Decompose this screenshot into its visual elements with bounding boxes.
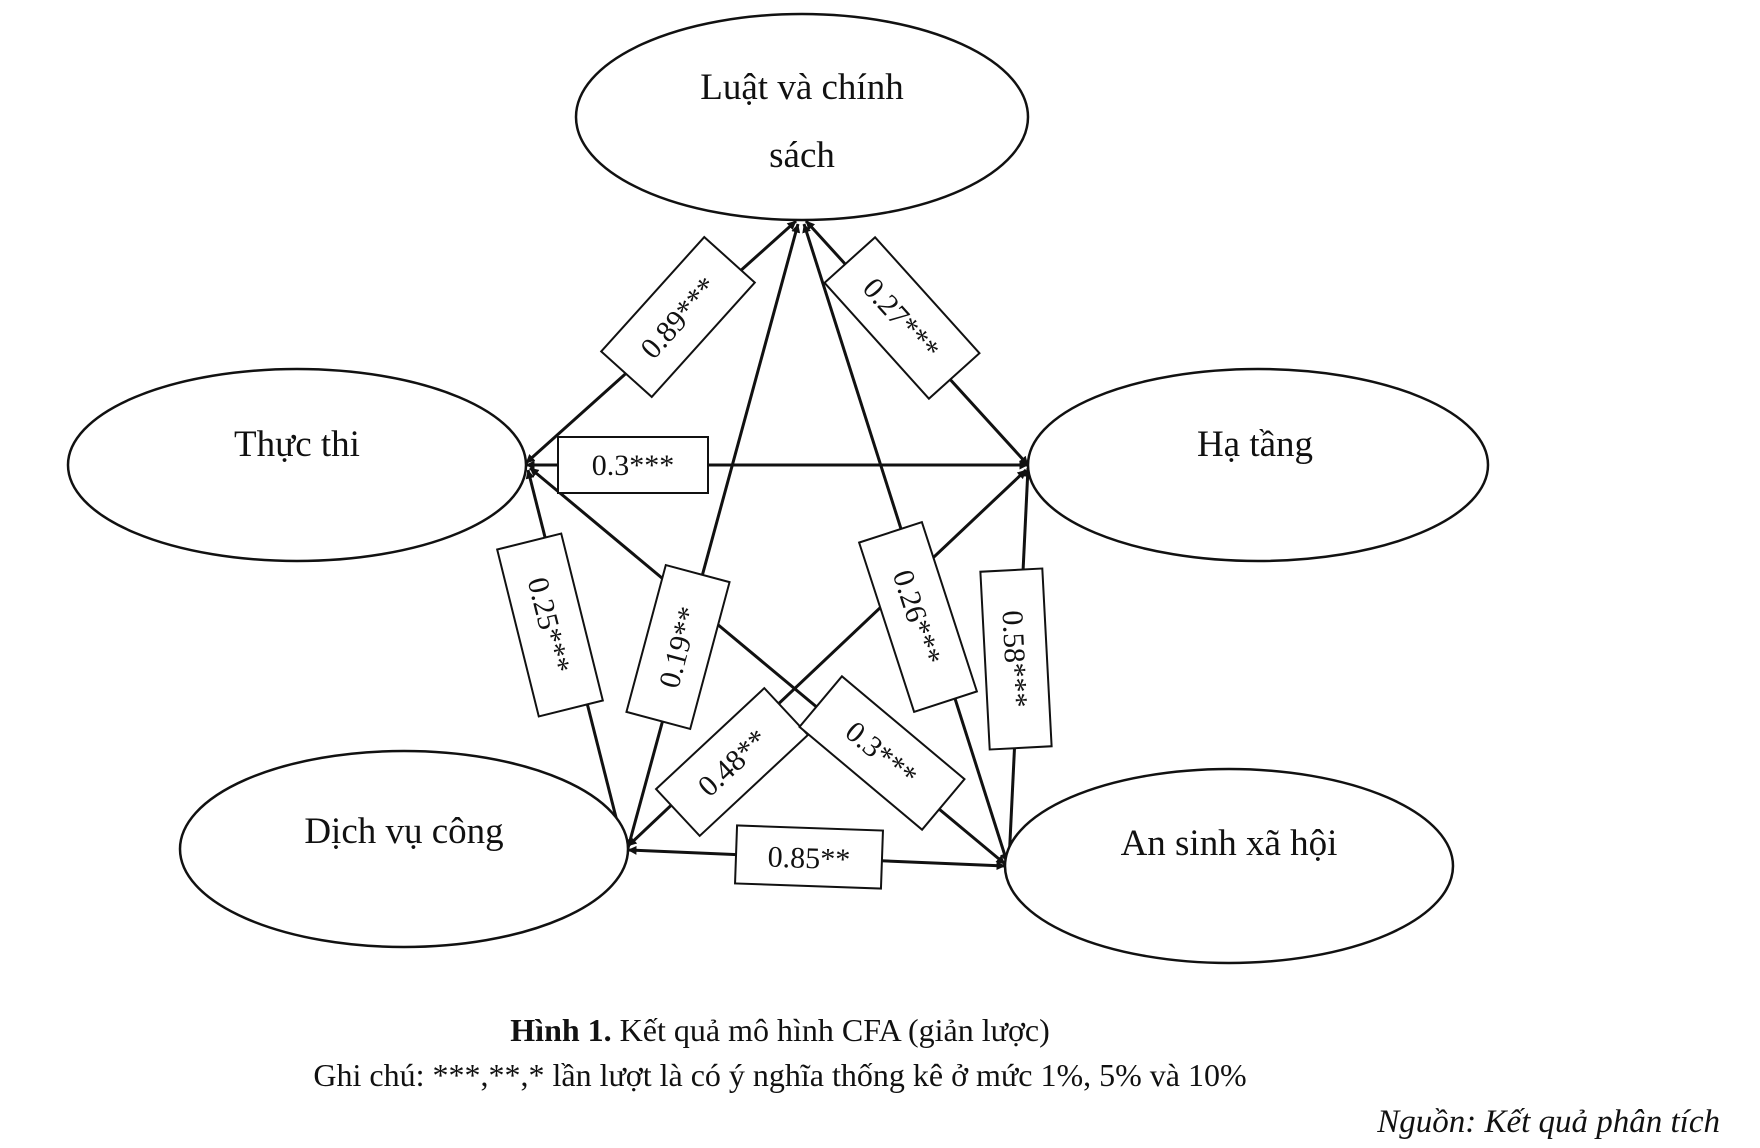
cfa-diagram: Luật và chính sách Thực thi Hạ tầng Dịch… [66,12,1490,965]
edge-label-luat-dichvu: 0.19** [625,563,731,731]
edge-label-luat-ansinh: 0.26*** [857,520,979,714]
edge-label-luat-thucthi: 0.89*** [599,235,757,399]
svg-text:0.58***: 0.58*** [995,610,1033,709]
figure-note: Ghi chú: ***,**,* lần lượt là có ý nghĩa… [313,1057,1247,1093]
figure-source: Nguồn: Kết quả phân tích [1377,1104,1720,1140]
node-label-line1: Luật và chính [700,67,904,108]
edge-label-thucthi-dichvu: 0.25*** [495,532,605,718]
node-dich-vu-cong: Dịch vụ công [178,749,630,949]
edge-label-luat-hatang: 0.27*** [823,235,981,401]
node-label: Thực thi [234,424,360,465]
node-label: An sinh xã hội [1121,823,1338,864]
edge-label-thucthi-hatang: 0.3*** [557,436,709,494]
svg-text:0.85**: 0.85** [767,841,851,877]
node-label: Hạ tầng [1197,424,1313,465]
figure-title: Kết quả mô hình CFA (giản lược) [619,1012,1050,1048]
figure-label: Hình 1. [510,1012,612,1048]
node-luat-va-chinh-sach: Luật và chính sách [574,12,1030,222]
node-ha-tang: Hạ tầng [1026,367,1490,563]
node-label: Dịch vụ công [304,811,503,852]
node-an-sinh-xa-hoi: An sinh xã hội [1003,767,1455,965]
figure-caption: Hình 1. Kết quả mô hình CFA (giản lược) [0,1012,1560,1049]
edge-label-hatang-ansinh: 0.58*** [979,567,1053,751]
node-thuc-thi: Thực thi [66,367,528,563]
edge-label-dichvu-ansinh: 0.85** [733,824,885,890]
svg-text:0.3***: 0.3*** [592,449,675,482]
node-label-line2: sách [769,135,835,176]
